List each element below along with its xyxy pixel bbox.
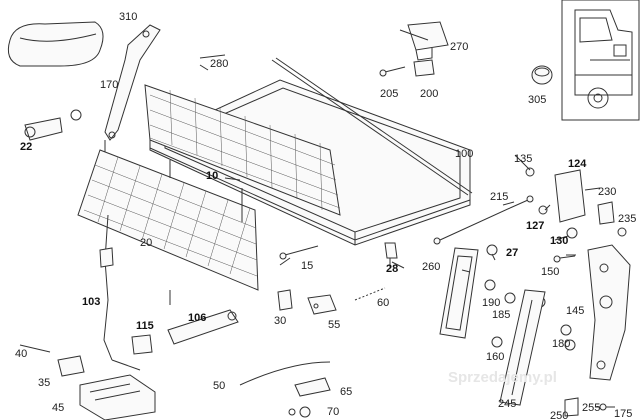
label-40: 40 [15, 348, 27, 360]
front-net-part [77, 140, 259, 291]
label-70: 70 [327, 406, 339, 418]
label-215: 215 [490, 191, 508, 203]
rod-part [271, 57, 473, 196]
label-22: 22 [20, 141, 32, 153]
screw-150 [553, 255, 576, 263]
bracket-left-part [104, 24, 161, 141]
right-plate-part [587, 244, 631, 381]
bracket-35 [57, 355, 85, 377]
label-55: 55 [328, 319, 340, 331]
callout-labels: 310 280 270 205 200 305 170 22 10 100 13… [15, 11, 636, 420]
cable-50 [239, 361, 331, 386]
label-170: 170 [100, 79, 118, 91]
label-15: 15 [301, 260, 313, 272]
label-260: 260 [422, 261, 440, 273]
label-200: 200 [420, 88, 438, 100]
box-45 [79, 374, 156, 420]
bottom-right-parts [564, 397, 615, 417]
label-185: 185 [492, 309, 510, 321]
label-160: 160 [486, 351, 504, 363]
clip-55 [307, 294, 337, 315]
truck-inset [561, 0, 640, 121]
label-20: 20 [140, 237, 152, 249]
clip-30 [277, 289, 293, 311]
screw-205 [379, 66, 406, 77]
label-235: 235 [618, 213, 636, 225]
label-205: 205 [380, 88, 398, 100]
label-135: 135 [514, 153, 532, 165]
label-175: 175 [614, 408, 632, 420]
slide-rail-part [491, 289, 576, 406]
pillow-part [7, 21, 104, 67]
label-10: 10 [206, 170, 218, 182]
small-parts-center [384, 242, 498, 268]
bracket-right-part [525, 167, 627, 256]
label-270: 270 [450, 41, 468, 53]
gas-strut-part [433, 195, 534, 245]
label-150: 150 [541, 266, 559, 278]
back-net-part [144, 84, 341, 216]
label-250: 250 [550, 410, 568, 420]
clip-200 [413, 59, 435, 77]
label-145: 145 [566, 305, 584, 317]
block-115 [131, 334, 153, 355]
label-45: 45 [52, 402, 64, 414]
pin-15 [279, 245, 319, 260]
label-65: 65 [340, 386, 352, 398]
label-255: 255 [582, 402, 600, 414]
label-106: 106 [188, 312, 206, 324]
label-127: 127 [526, 220, 544, 232]
label-245: 245 [498, 398, 516, 410]
label-280: 280 [210, 58, 228, 70]
side-panel-part [439, 247, 479, 339]
leader-lines [169, 29, 569, 305]
label-130: 130 [550, 235, 568, 247]
hinge-part [24, 109, 82, 141]
label-27: 27 [506, 247, 518, 259]
label-305: 305 [528, 94, 546, 106]
ring-70 [288, 406, 311, 418]
strap-part [99, 214, 141, 371]
label-100: 100 [455, 148, 473, 160]
latch-65 [294, 377, 331, 397]
label-124: 124 [568, 158, 587, 170]
lever-106 [167, 309, 239, 345]
label-115: 115 [136, 320, 154, 332]
label-310: 310 [119, 11, 137, 23]
label-50: 50 [213, 380, 225, 392]
label-28: 28 [386, 263, 398, 275]
label-190: 190 [482, 297, 500, 309]
label-230: 230 [598, 186, 616, 198]
label-60: 60 [377, 297, 389, 309]
cap-part [531, 65, 553, 85]
label-35: 35 [38, 377, 50, 389]
label-30: 30 [274, 315, 286, 327]
spring-part [354, 287, 386, 301]
label-103: 103 [82, 296, 100, 308]
watermark: Sprzedajemy.pl [448, 369, 557, 386]
rod-40 [19, 344, 51, 353]
handle-part [407, 21, 449, 61]
label-180: 180 [552, 338, 570, 350]
